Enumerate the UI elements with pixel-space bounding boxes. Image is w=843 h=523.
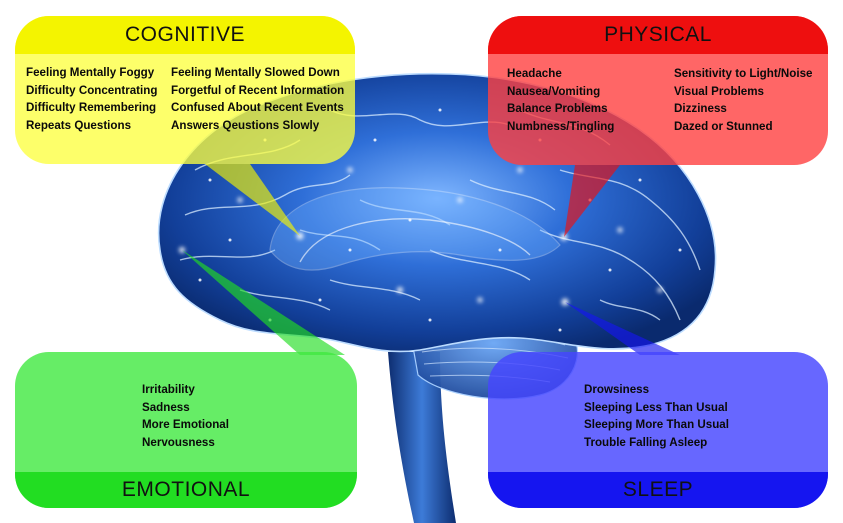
- brain-stem: [388, 352, 456, 523]
- list-item: Balance Problems: [507, 102, 608, 116]
- cognitive-col-2: Feeling Mentally Slowed Down Forgetful o…: [171, 64, 344, 135]
- list-item: Confused About Recent Events: [171, 101, 344, 115]
- physical-col-2: Sensitivity to Light/Noise Visual Proble…: [674, 65, 813, 136]
- emotional-title: EMOTIONAL: [15, 472, 357, 508]
- list-item: Difficulty Concentrating: [26, 83, 158, 97]
- list-item: Dizziness: [674, 102, 727, 116]
- cognitive-col-1: Feeling Mentally Foggy Difficulty Concen…: [26, 64, 157, 135]
- list-item: Headache: [507, 67, 562, 80]
- list-item: Repeats Questions: [26, 119, 132, 133]
- list-item: Visual Problems: [674, 84, 764, 98]
- list-item: Nervousness: [142, 436, 215, 450]
- physical-box: PHYSICAL Headache Nausea/Vomiting Balanc…: [488, 16, 828, 165]
- sleep-col: Drowsiness Sleeping Less Than Usual Slee…: [584, 381, 729, 452]
- list-item: Feeling Mentally Foggy: [26, 66, 155, 79]
- list-item: Nausea/Vomiting: [507, 84, 601, 98]
- sleep-box: Drowsiness Sleeping Less Than Usual Slee…: [488, 352, 828, 508]
- sleep-pointer: [565, 302, 680, 355]
- list-item: Irritability: [142, 383, 195, 396]
- sleep-title: SLEEP: [488, 472, 828, 508]
- list-item: Forgetful of Recent Information: [171, 83, 345, 97]
- list-item: Dazed or Stunned: [674, 120, 773, 134]
- physical-title: PHYSICAL: [488, 16, 828, 54]
- list-item: Feeling Mentally Slowed Down: [171, 66, 340, 79]
- cognitive-title: COGNITIVE: [15, 16, 355, 54]
- cognitive-box: COGNITIVE Feeling Mentally Foggy Difficu…: [15, 16, 355, 164]
- list-item: Answers Qeustions Slowly: [171, 119, 320, 133]
- list-item: Sadness: [142, 400, 190, 414]
- physical-col-1: Headache Nausea/Vomiting Balance Problem…: [507, 65, 614, 136]
- list-item: Numbness/Tingling: [507, 120, 615, 134]
- list-item: Difficulty Remembering: [26, 101, 157, 115]
- list-item: Trouble Falling Asleep: [584, 436, 708, 450]
- list-item: Sensitivity to Light/Noise: [674, 67, 813, 80]
- list-item: Sleeping Less Than Usual: [584, 400, 728, 414]
- cognitive-pointer: [205, 164, 300, 236]
- emotional-box: Irritability Sadness More Emotional Nerv…: [15, 352, 357, 508]
- physical-pointer: [564, 165, 620, 237]
- list-item: More Emotional: [142, 418, 229, 432]
- list-item: Sleeping More Than Usual: [584, 418, 729, 432]
- emotional-col: Irritability Sadness More Emotional Nerv…: [142, 381, 229, 452]
- emotional-pointer: [182, 250, 345, 355]
- list-item: Drowsiness: [584, 383, 650, 396]
